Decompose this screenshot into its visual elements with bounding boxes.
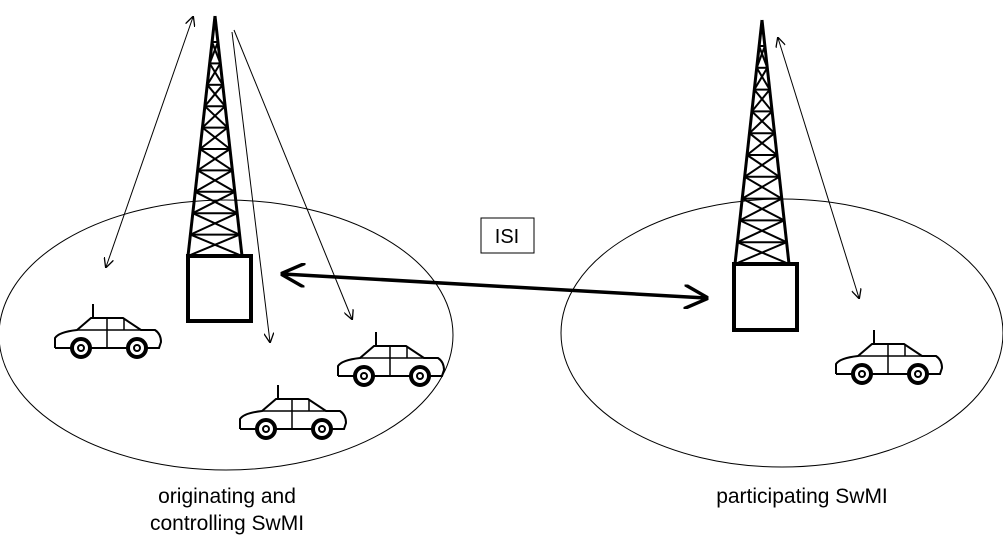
isi-link-arrow bbox=[283, 274, 706, 298]
left-cell-label-line1: originating and bbox=[158, 485, 296, 508]
isi-label: ISI bbox=[495, 226, 519, 248]
radio-tower-icon bbox=[733, 19, 791, 265]
radio-link-arrow bbox=[231, 31, 270, 342]
left-cell-ellipse bbox=[0, 199, 454, 471]
car-icon bbox=[336, 330, 446, 387]
car-icon bbox=[238, 383, 348, 440]
base-station-icon bbox=[732, 262, 799, 332]
right-cell-label: participating SwMI bbox=[716, 485, 888, 508]
isi-label-box bbox=[480, 217, 535, 254]
radio-tower-icon bbox=[186, 15, 244, 257]
base-station-icon bbox=[186, 254, 253, 323]
car-icon bbox=[53, 302, 163, 359]
car-icon bbox=[834, 328, 944, 385]
radio-link-arrow bbox=[778, 38, 859, 298]
left-cell-label-line2: controlling SwMI bbox=[150, 512, 304, 535]
radio-link-arrow bbox=[106, 17, 193, 267]
